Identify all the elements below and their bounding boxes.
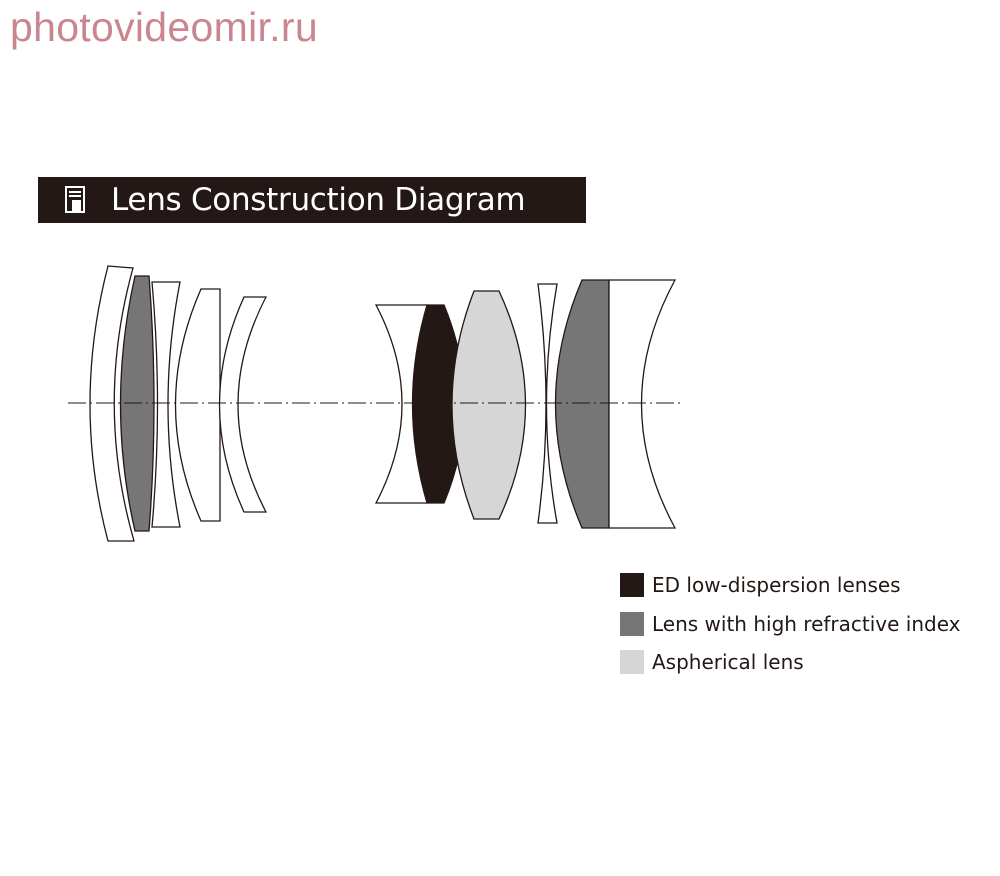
legend-item-high-refractive: Lens with high refractive index <box>620 612 961 636</box>
legend-swatch-ed <box>620 573 644 597</box>
legend-label: Lens with high refractive index <box>652 612 961 636</box>
lens-element-8-aspherical <box>451 290 527 520</box>
legend-swatch-aspherical <box>620 650 644 674</box>
title-banner: Lens Construction Diagram <box>38 177 586 223</box>
page-title: Lens Construction Diagram <box>111 182 526 218</box>
legend-item-aspherical: Aspherical lens <box>620 650 804 674</box>
legend-label: ED low-dispersion lenses <box>652 573 901 597</box>
lens-element-4 <box>174 288 221 522</box>
lens-element-3 <box>151 281 181 528</box>
document-icon <box>65 186 85 213</box>
lens-element-5 <box>218 296 268 513</box>
lens-element-10-high-refractive <box>554 279 610 529</box>
lens-element-11 <box>608 279 677 529</box>
legend-label: Aspherical lens <box>652 650 804 674</box>
legend-swatch-high-refractive <box>620 612 644 636</box>
legend-item-ed: ED low-dispersion lenses <box>620 573 901 597</box>
lens-element-6 <box>374 304 428 504</box>
lens-element-9 <box>537 283 558 524</box>
watermark-text: photovideomir.ru <box>10 4 318 50</box>
